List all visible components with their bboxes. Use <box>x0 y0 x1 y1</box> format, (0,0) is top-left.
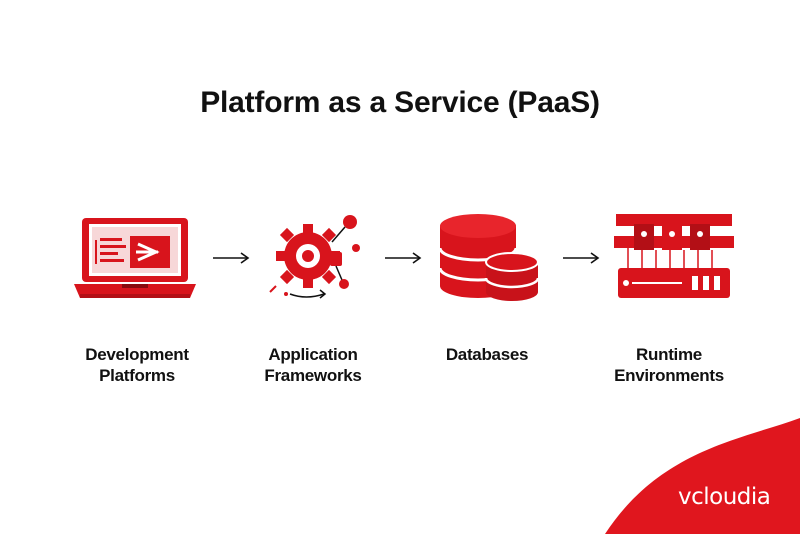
step-label-line: Runtime <box>636 345 702 364</box>
arrow-right-icon <box>385 252 422 264</box>
page-title: Platform as a Service (PaaS) <box>200 86 600 119</box>
step-label-line: Databases <box>445 345 529 364</box>
step-label-line: Platforms <box>99 366 175 385</box>
arrow-right-icon <box>563 252 600 264</box>
database-icon <box>438 214 540 301</box>
step-label-line: Application <box>268 345 358 364</box>
laptop-icon <box>74 218 196 298</box>
step-label-line: Development <box>85 345 189 364</box>
step-label-runtime-environments: Runtime Environments <box>574 344 764 386</box>
step-label-databases: Databases <box>392 344 582 365</box>
step-label-development-platforms: Development Platforms <box>42 344 232 386</box>
brand-logo: vcloudia <box>678 484 771 510</box>
step-label-application-frameworks: Application Frameworks <box>218 344 408 386</box>
gear-network-icon <box>269 215 360 299</box>
arrow-right-icon <box>213 252 250 264</box>
server-rack-icon <box>614 214 734 298</box>
step-label-line: Environments <box>614 366 724 385</box>
step-label-line: Frameworks <box>264 366 362 385</box>
